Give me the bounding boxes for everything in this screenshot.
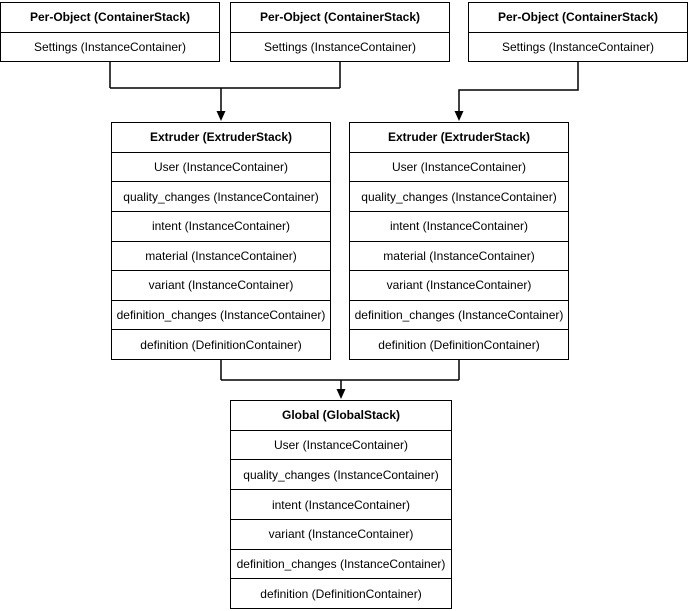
- global-row-definition-changes: definition_changes (InstanceContainer): [231, 548, 451, 579]
- per-object-3-header: Per-Object (ContainerStack): [497, 10, 659, 25]
- extruder-stack-box-2: Extruder (ExtruderStack) User (InstanceC…: [349, 122, 569, 360]
- extruder-1-row-intent: intent (InstanceContainer): [112, 210, 330, 241]
- connector-per-object-to-extruder-1: [109, 62, 341, 113]
- extruder-1-row-definition: definition (DefinitionContainer): [112, 329, 330, 359]
- per-object-2-header: Per-Object (ContainerStack): [259, 10, 421, 25]
- global-header: Global (GlobalStack): [281, 408, 401, 423]
- extruder-1-row-quality-changes: quality_changes (InstanceContainer): [112, 181, 330, 211]
- connector-extruders-to-global: [220, 360, 460, 391]
- extruder-2-row-definition: definition (DefinitionContainer): [350, 329, 568, 359]
- global-row-definition: definition (DefinitionContainer): [231, 578, 451, 608]
- global-stack-box: Global (GlobalStack) User (InstanceConta…: [230, 400, 452, 609]
- arrowhead-into-extruder-2: [454, 111, 464, 121]
- extruder-2-row-intent: intent (InstanceContainer): [350, 210, 568, 241]
- per-object-1-header: Per-Object (ContainerStack): [29, 10, 191, 25]
- arrowhead-into-extruder-1: [216, 111, 226, 121]
- extruder-2-row-quality-changes: quality_changes (InstanceContainer): [350, 181, 568, 211]
- extruder-stack-box-1: Extruder (ExtruderStack) User (InstanceC…: [111, 122, 331, 360]
- global-row-user: User (InstanceContainer): [231, 429, 451, 460]
- per-object-stack-box-2: Per-Object (ContainerStack) Settings (In…: [230, 2, 450, 62]
- extruder-1-row-variant: variant (InstanceContainer): [112, 270, 330, 300]
- connector-per-object-to-extruder-2: [458, 62, 579, 113]
- extruder-1-row-user: User (InstanceContainer): [112, 151, 330, 182]
- global-row-intent: intent (InstanceContainer): [231, 489, 451, 519]
- per-object-1-row-settings: Settings (InstanceContainer): [1, 31, 219, 62]
- extruder-1-row-material: material (InstanceContainer): [112, 240, 330, 271]
- global-row-quality-changes: quality_changes (InstanceContainer): [231, 459, 451, 489]
- extruder-1-row-definition-changes: definition_changes (InstanceContainer): [112, 299, 330, 330]
- extruder-1-header: Extruder (ExtruderStack): [149, 130, 293, 145]
- per-object-stack-box-1: Per-Object (ContainerStack) Settings (In…: [0, 2, 220, 62]
- per-object-3-row-settings: Settings (InstanceContainer): [469, 31, 687, 62]
- extruder-2-row-material: material (InstanceContainer): [350, 240, 568, 271]
- extruder-2-header: Extruder (ExtruderStack): [387, 130, 531, 145]
- arrowhead-into-global: [336, 389, 346, 399]
- global-row-variant: variant (InstanceContainer): [231, 518, 451, 549]
- per-object-stack-box-3: Per-Object (ContainerStack) Settings (In…: [468, 2, 688, 62]
- per-object-2-row-settings: Settings (InstanceContainer): [231, 31, 449, 62]
- extruder-2-row-variant: variant (InstanceContainer): [350, 270, 568, 300]
- extruder-2-row-user: User (InstanceContainer): [350, 151, 568, 182]
- extruder-2-row-definition-changes: definition_changes (InstanceContainer): [350, 299, 568, 330]
